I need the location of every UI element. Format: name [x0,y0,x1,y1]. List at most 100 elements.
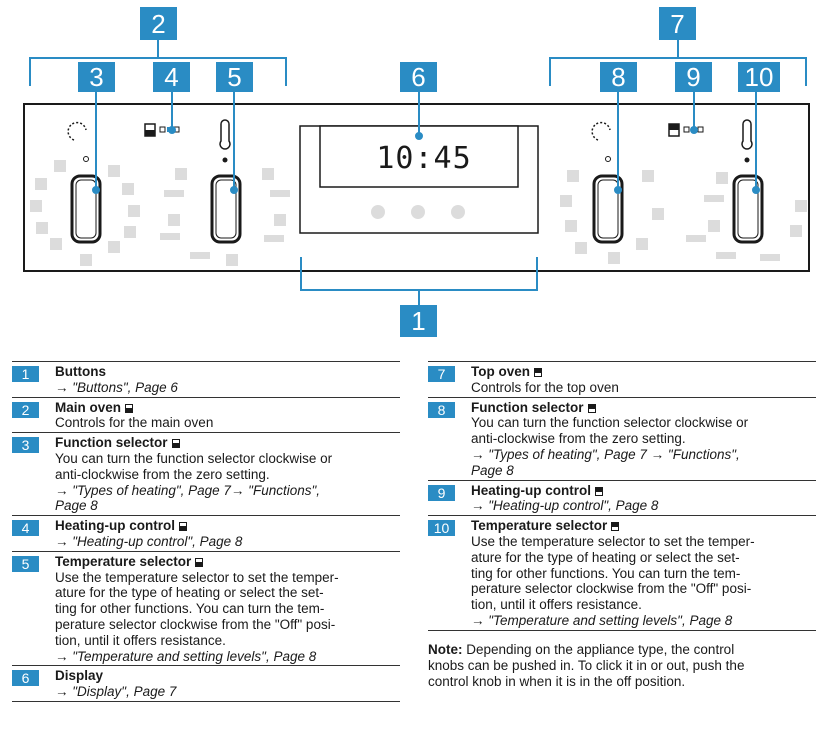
svg-text:6: 6 [411,62,425,92]
panel-decoration [30,160,807,266]
callout-badge-4: 4 [153,62,190,92]
callout-leaders [92,90,760,194]
position-dot-icon [222,157,228,163]
legend-reference-link[interactable]: Page 8 [471,462,514,478]
callout-badge-6: 6 [400,62,437,92]
legend-end-rule [428,629,816,631]
legend-item: 4 Heating-up control→ "Heating-up control… [12,515,400,551]
bottom-oven-icon [179,522,187,532]
function-symbol-icon [67,121,87,141]
legend-number: 5 [12,555,39,572]
svg-text:1: 1 [411,306,425,336]
legend-reference-link[interactable]: → "Heating-up control", Page 8 [55,533,243,549]
legend-item: 6 Display→ "Display", Page 7 [12,665,400,701]
legend-number: 8 [428,401,455,418]
legend-title-line: Buttons [55,364,400,380]
legend-description-line: ting for other functions. You can turn t… [471,565,741,581]
legend-title-line: Main oven [55,400,400,416]
legend-title: Main oven [55,399,122,415]
function-symbol-icon [591,121,611,141]
note: Note: Depending on the appliance type, t… [428,642,800,689]
note-line: control knob in when it is in the off po… [428,673,686,689]
legend-title-line: Temperature selector [55,554,400,570]
legend-text: Display→ "Display", Page 7 [55,668,400,700]
legend-title-line: Heating-up control [55,518,400,534]
legend-number: 9 [428,484,455,501]
legend-item: 9 Heating-up control→ "Heating-up control… [428,479,816,516]
legend-description-line: Controls for the top oven [471,379,619,395]
display-button[interactable] [411,205,425,219]
legend-description-line: ature for the type of heating or select … [471,549,740,565]
thermometer-icon [219,119,231,150]
legend-description-line: You can turn the function selector clock… [55,450,333,466]
legend-reference-link[interactable]: → "Buttons", Page 6 [55,379,178,395]
legend-description-line: Use the temperature selector to set the … [471,533,755,549]
legend-reference-link[interactable]: → "Display", Page 7 [55,684,177,700]
legend-title: Buttons [55,364,106,379]
legend-text: Buttons→ "Buttons", Page 6 [55,364,400,396]
thermometer-icon [741,119,753,150]
callout-badge-2: 2 [140,7,177,40]
legend-reference-link[interactable]: → "Heating-up control", Page 8 [471,498,659,514]
legend-title: Function selector [55,435,168,451]
legend-title: Top oven [471,364,530,379]
legend-description-line: Use the temperature selector to set the … [55,569,339,585]
position-dot-icon [83,156,89,162]
legend-number: 2 [12,401,39,418]
top-oven-icon [587,403,596,413]
display-button[interactable] [371,205,385,219]
legend-title: Heating-up control [471,482,591,498]
legend-title: Temperature selector [55,553,192,569]
bottom-oven-icon [195,557,204,567]
legend-number: 1 [12,366,39,382]
legend-text: Heating-up control→ "Heating-up control"… [471,483,816,515]
note-line: Depending on the appliance type, the con… [462,642,735,657]
legend-reference-link[interactable]: → "Types of heating", Page 7→ "Functions… [55,482,321,498]
bottom-oven-icon [125,403,134,413]
callout-badge-5: 5 [216,62,253,92]
position-dot-icon [605,156,611,162]
legend-reference-link[interactable]: → "Types of heating", Page 7 → "Function… [471,446,740,462]
legend-item: 1 Buttons→ "Buttons", Page 6 [12,361,400,397]
legend-number: 10 [428,520,455,537]
legend-title: Temperature selector [471,518,608,534]
top-oven-icon [595,486,603,496]
legend-reference-link[interactable]: → "Temperature and setting levels", Page… [471,612,733,628]
callout-badge-10: 10 [738,62,780,92]
legend-reference-link[interactable]: → "Temperature and setting levels", Page… [55,648,317,664]
top-oven-icon [611,522,620,532]
legend-number: 6 [12,670,39,687]
svg-text:4: 4 [164,62,178,92]
svg-text:7: 7 [670,9,684,39]
legend-title-line: Heating-up control [471,483,816,499]
svg-text:9: 9 [686,62,700,92]
legend-reference-link[interactable]: Page 8 [55,498,98,514]
legend-description-line: You can turn the function selector clock… [471,415,749,431]
legend-description-line: ting for other functions. You can turn t… [55,601,325,617]
top-oven-icon [534,368,542,377]
legend-text: Heating-up control→ "Heating-up control"… [55,518,400,550]
legend-number: 4 [12,520,39,537]
legend-description-line: ature for the type of heating or select … [55,585,324,601]
display-button[interactable] [451,205,465,219]
note-line: knobs can be pushed in. To click it in o… [428,657,745,673]
bracket-lines [29,40,807,306]
svg-text:10: 10 [745,62,774,92]
legend-description-line: anti-clockwise from the zero setting. [471,431,686,447]
legend-title-line: Function selector [471,400,816,416]
legend-description-line: Controls for the main oven [55,415,214,431]
legend-number: 7 [428,366,455,382]
